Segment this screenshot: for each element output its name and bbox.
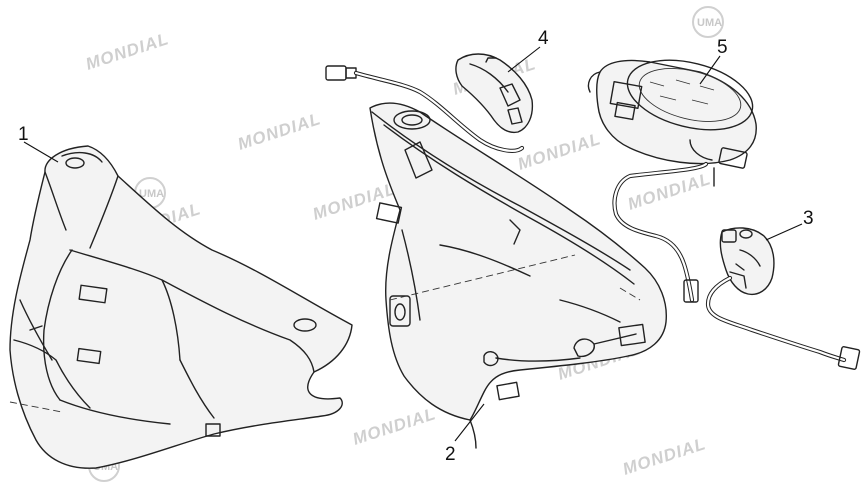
callout-5: 5 [699,37,728,85]
callout-3: 3 [765,208,814,241]
watermark-logo-text: UMA [697,17,722,29]
watermark-text: MONDIAL [83,29,171,74]
part-instrument-cluster [587,59,757,303]
watermark-text: MONDIAL [515,129,603,174]
watermark-text: MONDIAL [620,434,708,479]
watermark-text: MONDIAL [310,179,398,224]
callout-label-1: 1 [18,124,29,145]
watermark-logo-text: UMA [139,188,164,200]
watermark-logo: UMA [692,6,724,38]
callout-label-5: 5 [717,37,728,58]
watermark-text: MONDIAL [235,109,323,154]
callout-label-4: 4 [538,28,549,49]
callout-label-3: 3 [803,208,814,229]
part-front-handlebar-cover [9,145,353,469]
callout-label-2: 2 [445,444,456,465]
callout-1: 1 [18,124,59,163]
part-left-handlebar-switch [325,53,534,153]
part-right-handlebar-switch [705,227,861,370]
watermark-text: MONDIAL [350,404,438,449]
callout-2: 2 [445,403,485,465]
callout-4: 4 [507,28,549,73]
part-rear-handlebar-cover [369,102,667,449]
